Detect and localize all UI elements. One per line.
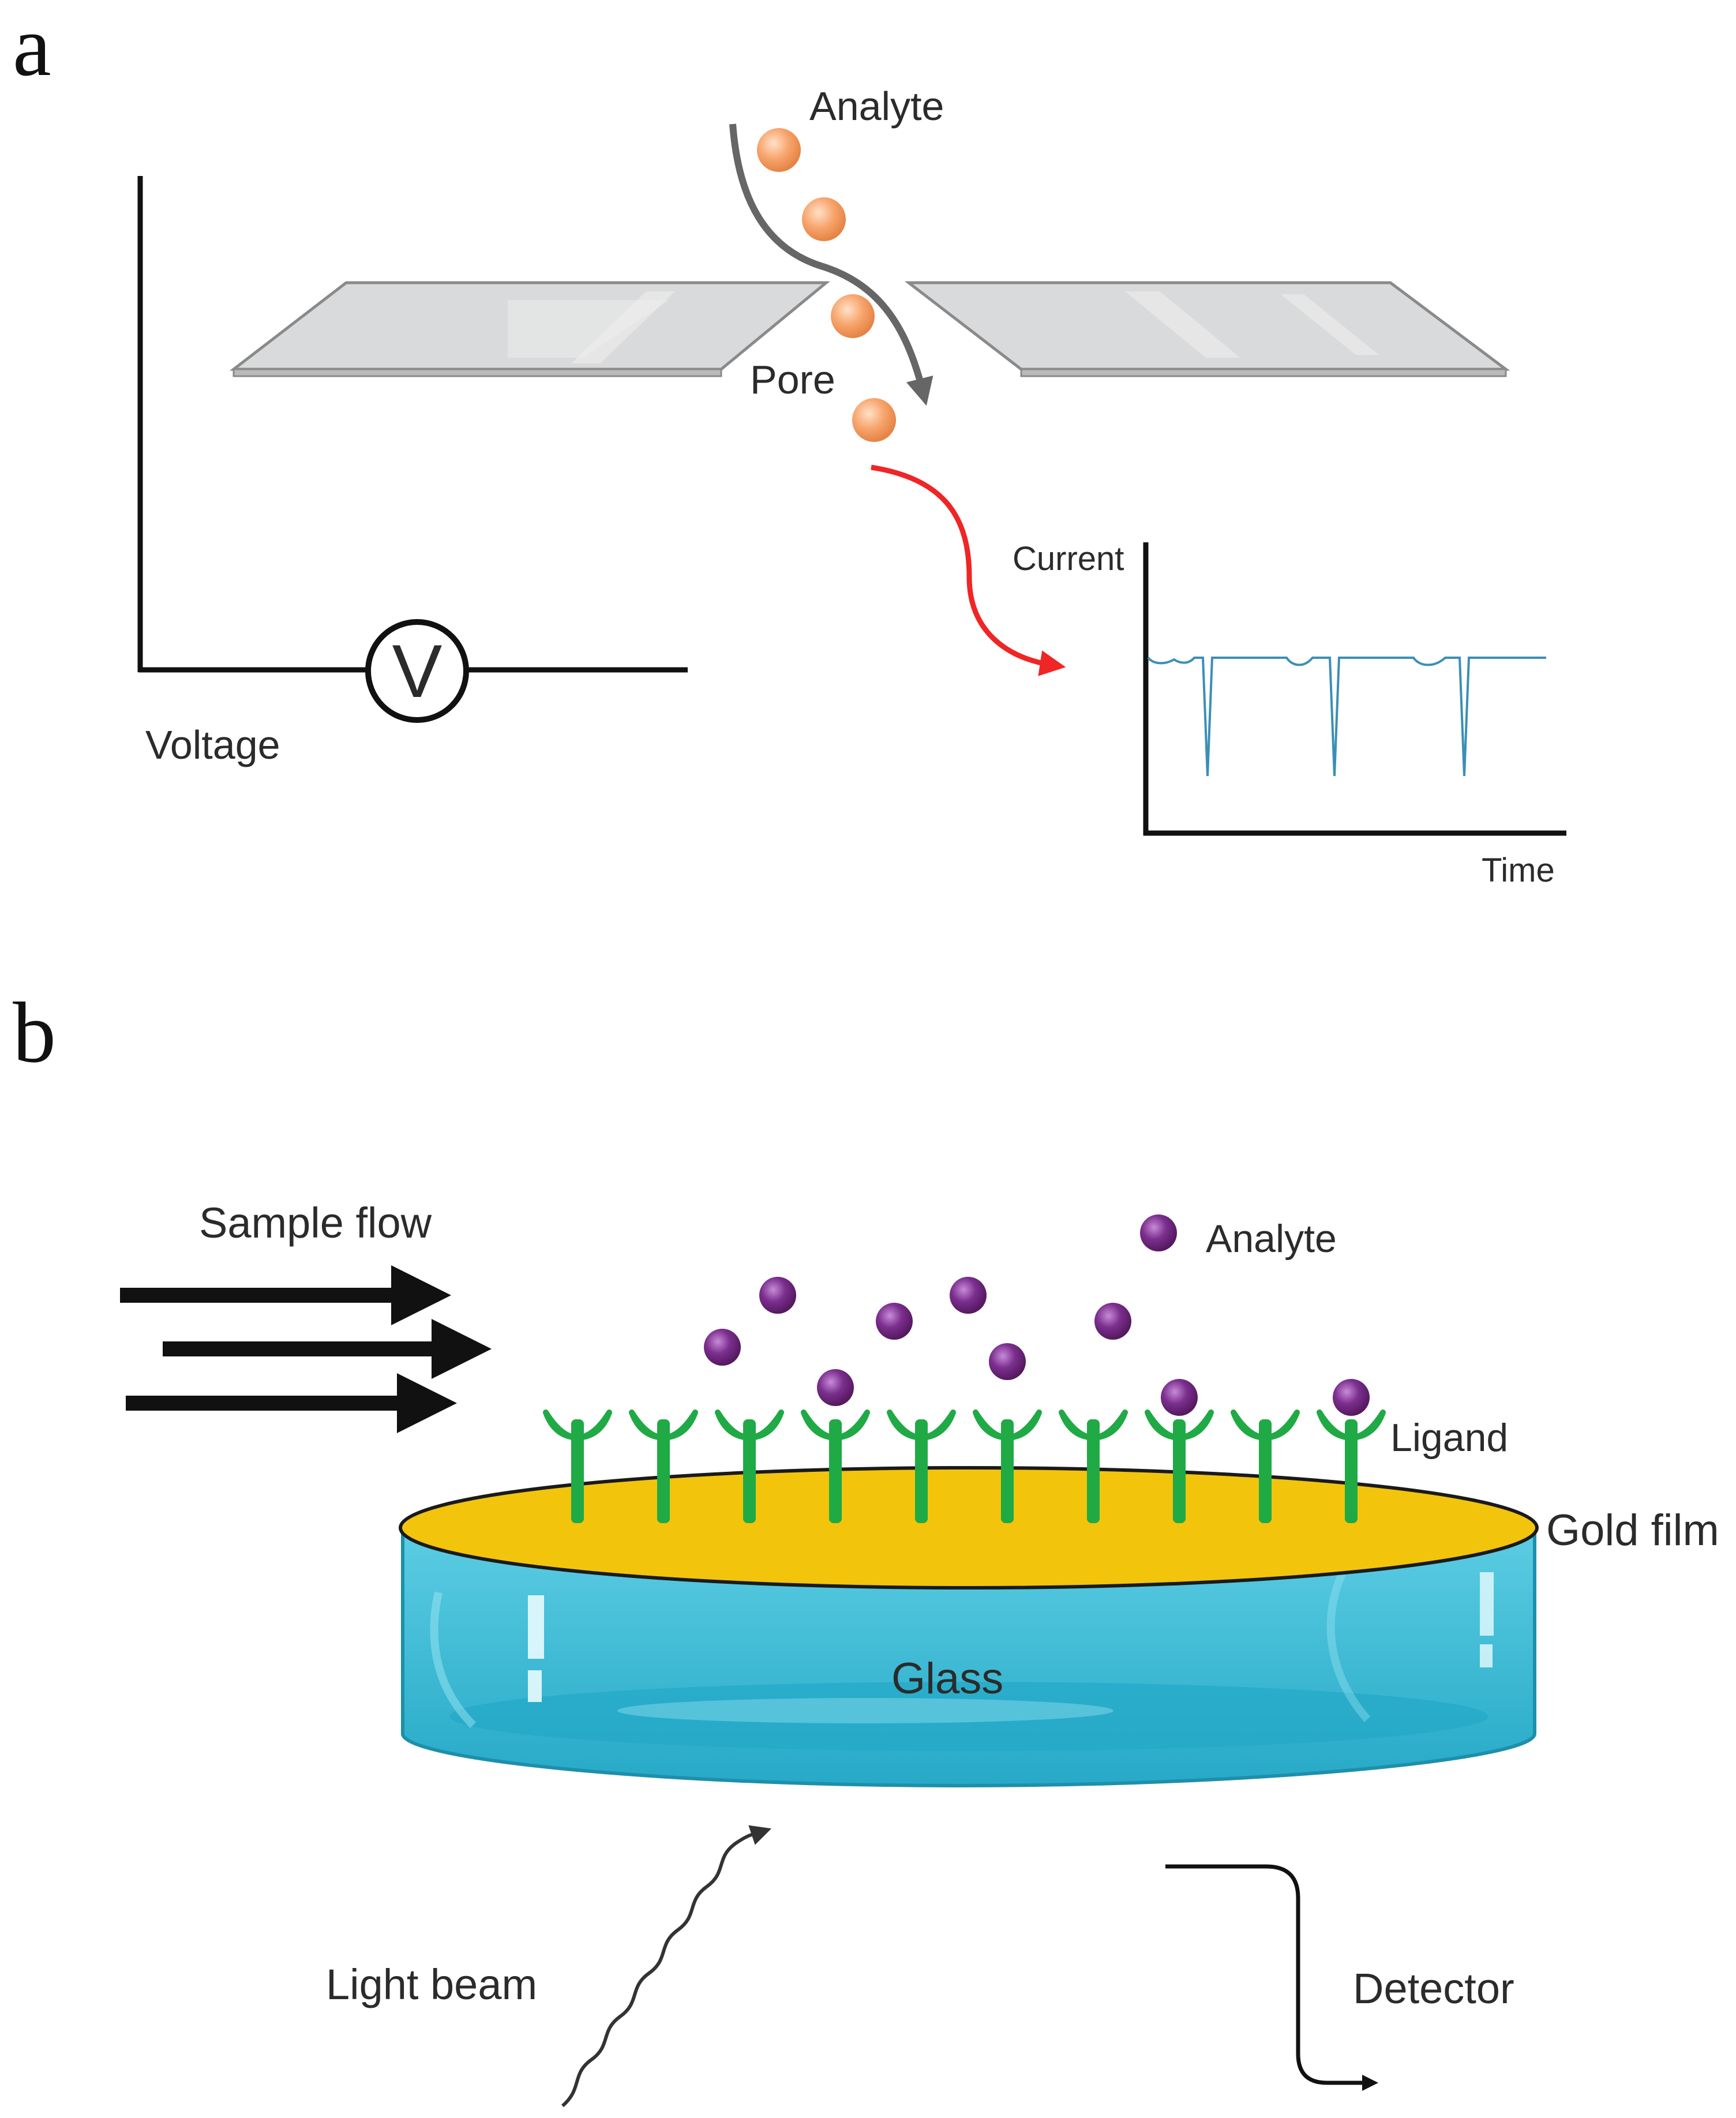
current-trace-plot bbox=[1143, 542, 1566, 836]
glass-label: Glass bbox=[891, 1654, 1003, 1703]
analyte-particles-b bbox=[704, 1214, 1370, 1416]
voltmeter-icon: V bbox=[365, 619, 469, 723]
light-beam-wave bbox=[561, 1825, 772, 2108]
membrane-right bbox=[904, 281, 1510, 377]
signal-arrow bbox=[871, 464, 1066, 676]
light-beam-label: Light beam bbox=[326, 1960, 537, 2008]
pore-label: Pore bbox=[750, 357, 835, 402]
voltage-label: Voltage bbox=[145, 722, 280, 767]
glass-slab bbox=[401, 1527, 1536, 1788]
current-trace bbox=[1147, 657, 1546, 777]
panel-a: a Analyte Pore bbox=[13, 0, 1566, 889]
panel-b: b Sample flow bbox=[13, 985, 1719, 2108]
sample-flow-arrows bbox=[120, 1265, 492, 1433]
detector-arrow bbox=[1165, 1864, 1378, 2091]
current-label: Current bbox=[1013, 540, 1124, 578]
analyte-particles-a bbox=[757, 128, 896, 442]
gold-film-label: Gold film bbox=[1546, 1506, 1719, 1555]
detector-label: Detector bbox=[1353, 1965, 1514, 2012]
ligand-array bbox=[543, 1409, 1386, 1523]
circuit bbox=[137, 176, 688, 673]
analyte-flow-arrow bbox=[729, 123, 933, 406]
ligand-label: Ligand bbox=[1390, 1416, 1508, 1460]
analyte-label-b: Analyte bbox=[1206, 1217, 1337, 1261]
panel-a-letter: a bbox=[13, 0, 51, 94]
sample-flow-label: Sample flow bbox=[199, 1199, 432, 1247]
gold-film bbox=[399, 1466, 1539, 1590]
membrane-left bbox=[229, 281, 830, 377]
analyte-label-a: Analyte bbox=[809, 84, 944, 129]
time-label: Time bbox=[1482, 852, 1555, 889]
panel-b-letter: b bbox=[13, 985, 56, 1081]
voltmeter-symbol: V bbox=[392, 629, 443, 713]
